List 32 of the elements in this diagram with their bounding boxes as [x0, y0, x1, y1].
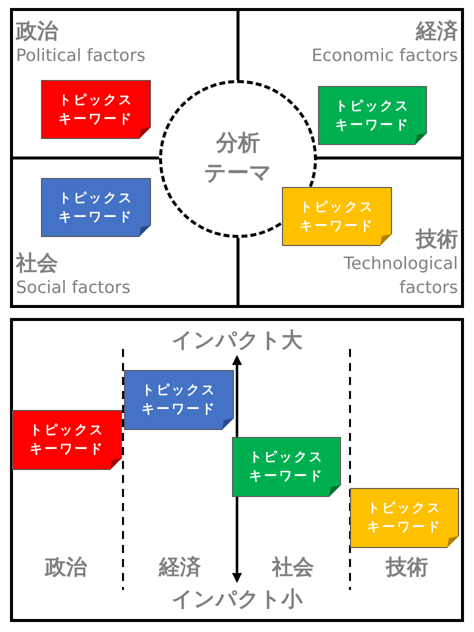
- keyword-text: トピックスキーワード: [58, 92, 134, 128]
- keyword-text: トピックスキーワード: [141, 382, 217, 419]
- keyword-text: トピックスキーワード: [366, 500, 442, 537]
- sticky-note: [124, 370, 234, 430]
- category-subtitle: Technological factors: [342, 253, 458, 300]
- keyword-text: トピックスキーワード: [29, 422, 105, 459]
- axis-label: インパクト小: [172, 586, 302, 613]
- sticky-note: [318, 86, 427, 145]
- sticky-note: [232, 437, 341, 497]
- theme-text: 分析: [216, 130, 260, 158]
- keyword-text: トピックスキーワード: [299, 198, 375, 236]
- category-subtitle: Political factors: [16, 45, 146, 68]
- category-subtitle: Economic factors: [312, 45, 458, 68]
- category-title: 技術: [416, 226, 458, 252]
- category-title: 社会: [16, 250, 58, 276]
- sticky-note: [282, 187, 392, 246]
- axis-label: インパクト大: [172, 327, 302, 354]
- theme-text: テーマ: [204, 160, 272, 188]
- sticky-note: [41, 178, 151, 237]
- sticky-note: [41, 80, 151, 139]
- category-subtitle: Social factors: [16, 277, 130, 300]
- sticky-note: [12, 410, 122, 470]
- category-title: 政治: [16, 18, 58, 44]
- keyword-text: トピックスキーワード: [248, 449, 324, 486]
- column-label: 経済: [159, 554, 201, 581]
- column-label: 社会: [272, 554, 314, 581]
- column-label: 技術: [386, 554, 428, 581]
- sticky-note: [350, 488, 459, 548]
- keyword-text: トピックスキーワード: [58, 190, 134, 226]
- column-label: 政治: [45, 554, 87, 581]
- keyword-text: トピックスキーワード: [334, 98, 410, 134]
- category-title: 経済: [416, 18, 458, 44]
